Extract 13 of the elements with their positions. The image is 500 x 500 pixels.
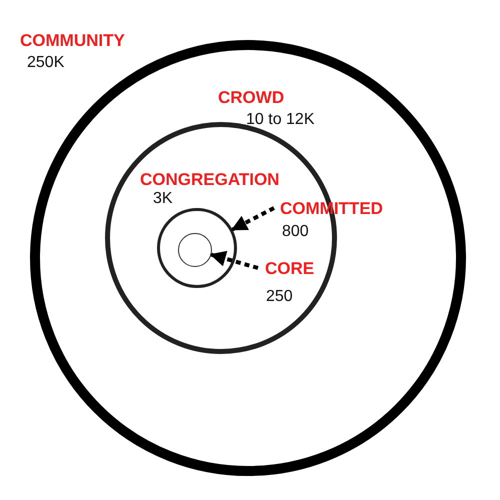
count-value: 250K <box>27 55 64 71</box>
count-value: 250 <box>266 289 293 305</box>
ring-circle <box>157 208 237 288</box>
count-value: 800 <box>282 224 309 240</box>
count-value: 10 to 12K <box>246 112 314 128</box>
count-value: 3K <box>153 191 173 207</box>
outer-heading: COMMUNITY <box>20 32 125 49</box>
arrow <box>210 250 259 270</box>
arrow <box>231 206 275 232</box>
ring-heading: CROWD <box>218 89 284 106</box>
ring-circle <box>178 233 212 267</box>
ring-heading: CORE <box>265 260 314 277</box>
ring-heading: CONGREGATION <box>140 171 280 188</box>
